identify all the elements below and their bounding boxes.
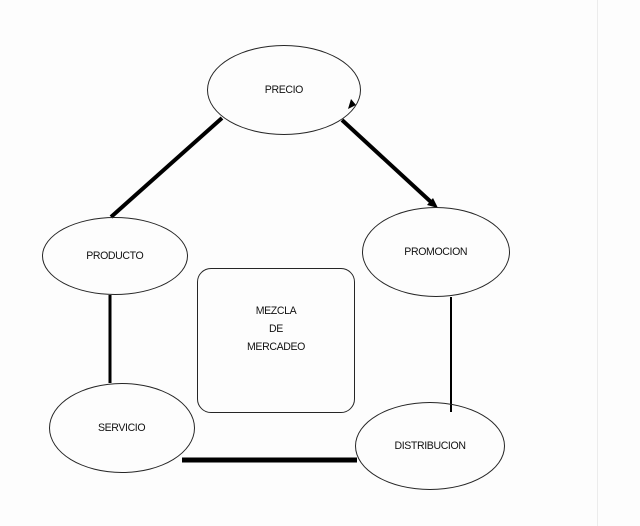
node-ellipse-servicio: SERVICIO xyxy=(49,383,195,473)
node-ellipse-distribucion: DISTRIBUCION xyxy=(355,402,505,490)
center-box-line-2: DE xyxy=(269,323,283,335)
node-ellipse-producto: PRODUCTO xyxy=(42,217,188,295)
center-box-line-1: MEZCLA xyxy=(255,305,297,317)
connector-producto-precio xyxy=(109,116,224,219)
node-label-distribucion: DISTRIBUCION xyxy=(394,440,466,452)
node-label-servicio: SERVICIO xyxy=(98,422,146,434)
node-ellipse-promocion: PROMOCION xyxy=(362,207,510,297)
arrowhead-icon xyxy=(427,198,438,208)
node-label-precio: PRECIO xyxy=(264,84,304,96)
connector-precio-promocion xyxy=(340,118,433,204)
center-box-mezcla-de-mercadeo: MEZCLA DE MERCADEO xyxy=(197,268,355,413)
center-box-line-3: MERCADEO xyxy=(247,341,305,353)
node-ellipse-precio: PRECIO xyxy=(207,45,361,135)
node-label-producto: PRODUCTO xyxy=(86,250,144,262)
node-label-promocion: PROMOCION xyxy=(404,246,468,258)
